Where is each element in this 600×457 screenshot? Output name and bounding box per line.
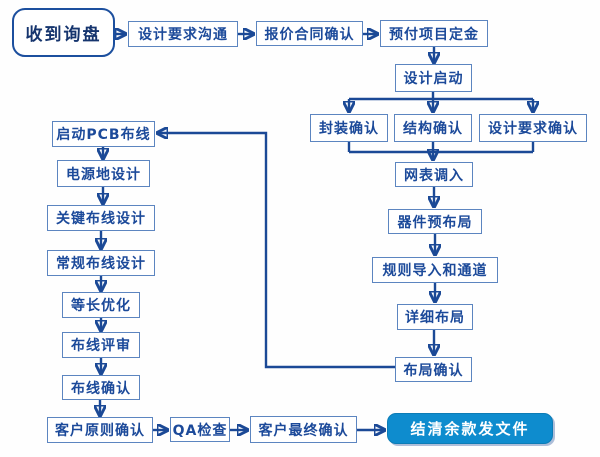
edge-kickoff-split-bus [349, 92, 533, 101]
node-package-confirm: 封装确认 [310, 114, 388, 142]
node-start-pcb-routing: 启动PCB布线 [52, 121, 155, 147]
node-netlist-import: 网表调入 [395, 162, 473, 187]
node-rules-import-channels: 规则导入和通道 [372, 257, 498, 283]
node-power-ground-design: 电源地设计 [57, 160, 150, 187]
node-receive-inquiry: 收到询盘 [12, 8, 115, 57]
node-design-requirement-confirm: 设计要求确认 [479, 114, 587, 142]
node-component-preplacement: 器件预布局 [388, 209, 482, 234]
edge-converge-bus [347, 142, 535, 154]
node-project-deposit: 预付项目定金 [380, 20, 488, 47]
node-quote-contract-confirm: 报价合同确认 [256, 21, 363, 46]
node-structure-confirm: 结构确认 [394, 114, 472, 142]
node-critical-routing-design: 关键布线设计 [47, 205, 155, 231]
node-routing-review: 布线评审 [62, 332, 140, 358]
node-design-requirement-comm: 设计要求沟通 [128, 21, 238, 47]
node-final-payment-delivery: 结清余款发文件 [387, 413, 553, 444]
node-length-matching: 等长优化 [62, 292, 140, 318]
node-routing-confirm: 布线确认 [62, 375, 140, 400]
node-customer-final-confirm: 客户最终确认 [250, 416, 357, 443]
edge-placement-confirm-to-pcb-routing [159, 133, 395, 369]
node-customer-principle-confirm: 客户原则确认 [47, 417, 153, 443]
node-general-routing-design: 常规布线设计 [47, 250, 155, 276]
node-qa-check: QA检查 [170, 417, 230, 442]
node-placement-confirm: 布局确认 [395, 357, 472, 382]
node-detailed-placement: 详细布局 [397, 304, 473, 330]
node-design-kickoff: 设计启动 [395, 64, 472, 92]
